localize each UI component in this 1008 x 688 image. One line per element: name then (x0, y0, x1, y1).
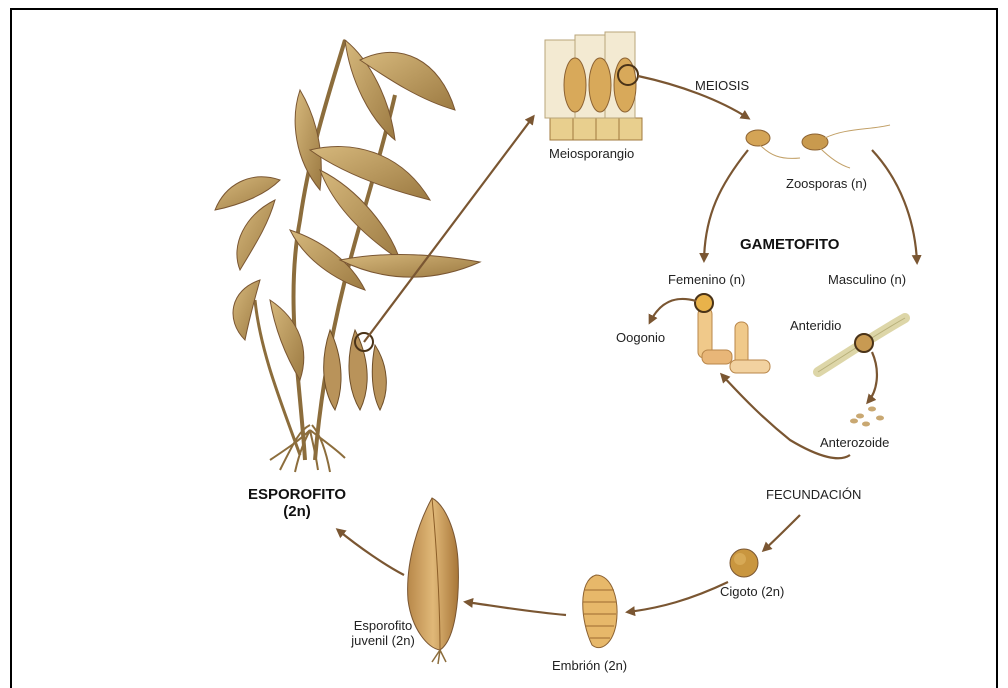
esporofito-juvenil-line1: Esporofito (338, 618, 428, 633)
oogonio-label: Oogonio (616, 330, 665, 345)
arrow-juvenil-to-esporofito (338, 530, 404, 575)
meiosporangio-illustration (545, 32, 642, 140)
anteridio-label: Anteridio (790, 318, 841, 333)
esporofito-juvenil-line2: juvenil (2n) (338, 633, 428, 648)
anterozoide-illustration (850, 407, 884, 427)
femenino-label: Femenino (n) (668, 272, 745, 287)
esporofito-title-line1: ESPOROFITO (232, 486, 362, 503)
gametofito-femenino-illustration (695, 294, 770, 373)
masculino-label: Masculino (n) (828, 272, 906, 287)
sporophyte-plant-illustration (215, 40, 480, 472)
fecundacion-label: FECUNDACIÓN (766, 487, 861, 502)
zoosporas-label: Zoosporas (n) (786, 176, 867, 191)
meiosporangio-label: Meiosporangio (549, 146, 634, 161)
arrow-zoospore-to-male (872, 150, 917, 262)
esporofito-juvenil-label: Esporofito juvenil (2n) (338, 618, 428, 648)
meiosis-label: MEIOSIS (695, 78, 749, 93)
cigoto-label: Cigoto (2n) (720, 584, 784, 599)
zoosporas-illustration (746, 125, 890, 168)
arrow-to-oogonio (650, 299, 696, 322)
anterozoide-label: Anterozoide (820, 435, 889, 450)
arrow-anteridio-to-anterozoide (868, 352, 877, 402)
esporofito-title: ESPOROFITO (2n) (232, 486, 362, 520)
cigoto-illustration (730, 549, 758, 577)
embrion-label: Embrión (2n) (552, 658, 627, 673)
arrow-cigoto-to-embrion (628, 582, 728, 612)
arrow-embrion-to-juvenil (466, 602, 566, 615)
esporofito-title-line2: (2n) (232, 503, 362, 520)
arrow-sporophyte-to-meiosporangio (364, 117, 533, 342)
gametofito-title: GAMETOFITO (740, 236, 839, 253)
arrow-to-cigoto (764, 515, 800, 550)
embrion-illustration (583, 575, 617, 648)
